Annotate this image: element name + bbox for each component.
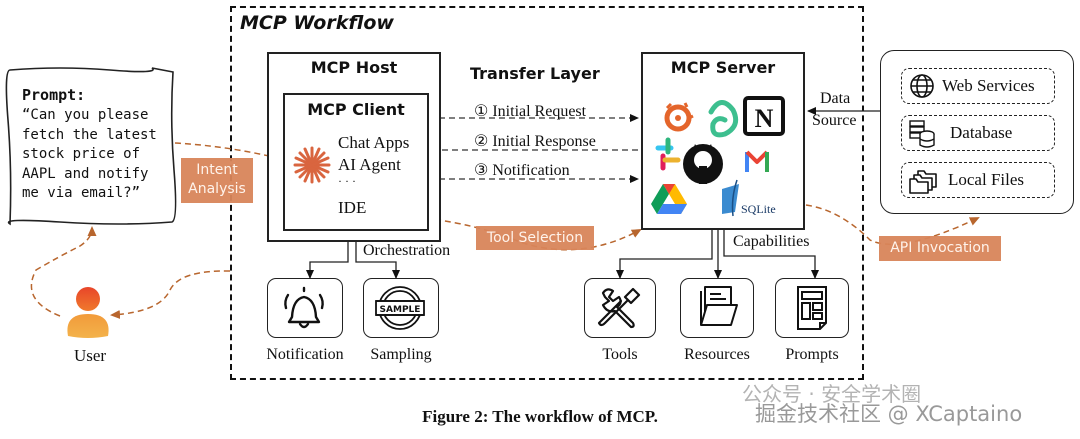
data-source-item-local-files: Local Files (901, 162, 1055, 198)
data-source-label-line1: Data (820, 90, 851, 107)
sample-stamp-icon: SAMPLE (375, 286, 425, 330)
github-logo (683, 144, 723, 184)
api-invocation-flow-arrow (805, 204, 980, 246)
grafana-logo (664, 102, 694, 132)
capabilities-label: Capabilities (733, 233, 810, 250)
sqlite-logo: SQLite (722, 179, 776, 217)
sample-stamp-text: SAMPLE (380, 305, 421, 315)
sqlite-text: SQLite (741, 202, 776, 216)
prompt-label: Prompt: (22, 86, 86, 104)
notification-box (267, 278, 343, 338)
prompts-box (775, 278, 849, 338)
client-item-chat-apps: Chat Apps (338, 133, 410, 152)
client-item-ellipsis: · · · (338, 174, 356, 188)
client-item-ai-agent: AI Agent (338, 155, 401, 174)
intent-analysis-tag-line2: Analysis (188, 181, 246, 197)
data-source-item-database: Database (901, 115, 1055, 151)
message-initial-request: ① Initial Request (474, 103, 587, 120)
watermark-line2: 掘金技术社区 @ XCaptaino (755, 402, 1023, 426)
data-source-item-web-services: Web Services (901, 68, 1055, 104)
orchestration-label: Orchestration (363, 242, 451, 259)
mcp-client-title: MCP Client (307, 100, 405, 119)
files-icon (909, 170, 937, 194)
tools-icon (597, 287, 641, 329)
mcp-server-title: MCP Server (670, 58, 776, 77)
prompt-template-icon (797, 286, 827, 330)
globe-icon (910, 74, 934, 98)
sampling-box: SAMPLE (363, 278, 439, 338)
user-label: User (73, 346, 107, 365)
web-services-label: Web Services (942, 76, 1035, 95)
message-initial-response: ② Initial Response (474, 133, 596, 150)
spiral-logo (708, 100, 739, 138)
database-label: Database (950, 123, 1013, 142)
transfer-layer-title: Transfer Layer (470, 64, 600, 83)
slack-logo (655, 137, 681, 171)
sampling-label: Sampling (370, 346, 432, 363)
tools-label: Tools (602, 346, 638, 363)
data-source-label-line2: Source (812, 112, 857, 129)
result-to-user-flow-arrow (110, 270, 231, 319)
gmail-logo (745, 150, 769, 172)
notification-label: Notification (266, 346, 344, 363)
orchestration-branch-sampling (355, 231, 400, 279)
client-item-ide: IDE (338, 198, 367, 217)
resources-label: Resources (684, 346, 750, 363)
tools-box (584, 278, 656, 338)
intent-analysis-tag: Intent Analysis (181, 158, 253, 203)
user-to-prompt-flow-arrow (30, 226, 97, 317)
intent-analysis-tag-line1: Intent (196, 162, 238, 178)
notion-logo: N (743, 96, 785, 136)
mcp-host-title: MCP Host (310, 58, 398, 77)
user-icon (67, 287, 109, 338)
google-drive-logo (651, 184, 687, 214)
capability-branch-tools (616, 230, 713, 279)
prompt-box-outline (5, 67, 177, 226)
workflow-title: MCP Workflow (240, 12, 394, 34)
orchestration-branch-notification (306, 231, 349, 279)
notion-letter: N (755, 104, 774, 133)
api-invocation-tag: API Invocation (879, 236, 1001, 261)
resources-box (680, 278, 754, 338)
capability-branch-prompts (723, 230, 819, 279)
prompt-text: “Can you please fetch the latest stock p… (22, 107, 157, 201)
figure-caption: Figure 2: The workflow of MCP. (422, 407, 658, 426)
local-files-label: Local Files (948, 170, 1025, 189)
folder-icon (700, 286, 738, 326)
watermark-line1: 公众号 · 安全学术圈 (742, 382, 922, 406)
tool-selection-tag: Tool Selection (476, 226, 594, 250)
prompts-label: Prompts (785, 346, 839, 363)
claude-logo-icon (293, 146, 331, 184)
tool-selection-flow-arrow (424, 217, 642, 251)
server-logos: N SQLite (651, 96, 785, 217)
database-icon (909, 120, 935, 148)
message-notification: ③ Notification (474, 162, 570, 179)
bell-icon (284, 286, 324, 329)
